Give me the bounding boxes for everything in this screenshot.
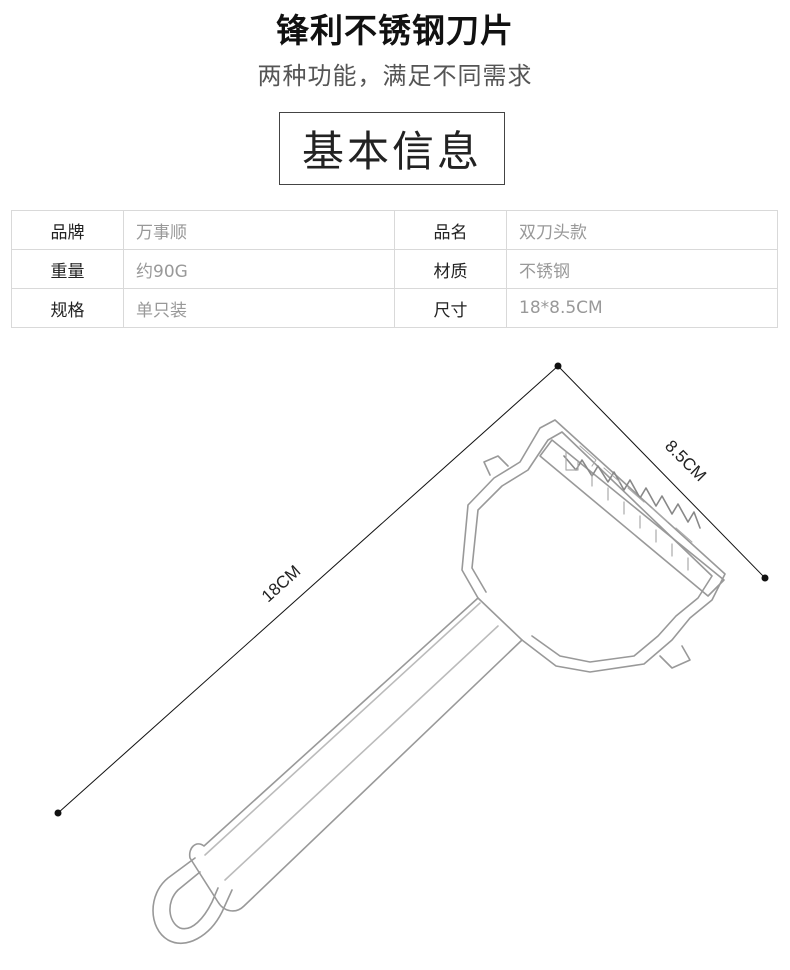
- julienne-blade: [539, 439, 725, 597]
- table-row: 品牌 万事顺 品名 双刀头款: [11, 210, 778, 250]
- spec-value: 不锈钢: [506, 249, 778, 289]
- spec-key: 重量: [11, 249, 124, 289]
- peeler-diagram: 18CM 8.5CM: [54, 362, 769, 945]
- width-label: 8.5CM: [661, 436, 710, 485]
- spec-key: 材质: [394, 249, 507, 289]
- spec-value: 单只装: [123, 288, 395, 328]
- spec-value: 18*8.5CM: [506, 288, 778, 328]
- table-row: 规格 单只装 尺寸 18*8.5CM: [11, 288, 778, 328]
- spec-key: 品牌: [11, 210, 124, 250]
- table-row: 重量 约90G 材质 不锈钢: [11, 249, 778, 289]
- section-heading: 基本信息: [279, 112, 505, 185]
- spec-value: 约90G: [123, 249, 395, 289]
- spec-value: 双刀头款: [506, 210, 778, 250]
- handle-loop: [152, 857, 233, 945]
- handle-shaft: [188, 597, 523, 912]
- spec-table: 品牌 万事顺 品名 双刀头款 重量 约90G 材质 不锈钢 规格 单只装 尺寸 …: [11, 210, 778, 328]
- spec-key: 规格: [11, 288, 124, 328]
- length-dimension-line: [57, 365, 559, 814]
- width-endpoint: [761, 574, 769, 582]
- page-subtitle: 两种功能，满足不同需求: [257, 62, 533, 90]
- length-endpoint: [54, 809, 62, 817]
- spec-key: 尺寸: [394, 288, 507, 328]
- page-title: 锋利不锈钢刀片: [276, 11, 514, 50]
- peeler-head: [461, 419, 726, 673]
- width-dimension-line: [557, 365, 766, 579]
- spec-key: 品名: [394, 210, 507, 250]
- spec-value: 万事顺: [123, 210, 395, 250]
